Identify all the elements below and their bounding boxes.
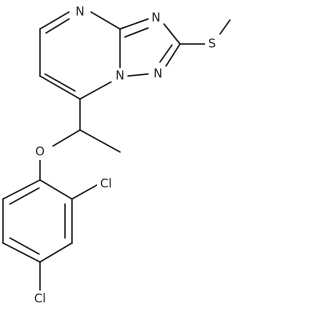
atom-n-triazole-top: N [152,11,161,25]
atom-s-thioether: S [208,37,216,51]
atom-n-triazole-right: N [154,67,163,81]
bond-c2-n1 [165,43,181,67]
bond-c4-c5 [2,242,41,263]
bond-c3a-n3-double [124,27,149,38]
bond-ch-o [52,129,81,147]
bond-c7-c6 [39,75,81,100]
bond-c5-n4 [39,11,70,30]
bond-c2-cl [71,184,98,200]
bond-n1-n8 [127,73,149,77]
bond-lines [2,11,231,291]
atom-n-bridge: N [116,69,125,83]
bond-s-ch3 [219,19,231,35]
atom-labels: N N N N S O Cl Cl [31,4,219,307]
atom-n-pyrimidine: N [76,5,85,19]
bond-c6-c1-double [9,187,40,205]
atom-cl-para: Cl [34,292,46,306]
bond-c4-c5-double [9,237,40,255]
bond-n3-c2 [163,23,181,45]
bond-n8-c7 [79,81,112,100]
bond-c3-c4 [39,242,73,263]
bond-n4-c3a [90,11,121,30]
chemical-structure-diagram: N N N N S O Cl Cl [2,4,231,307]
atom-o-ether: O [35,145,44,159]
bond-c7-c6-double [44,73,76,92]
bond-c2-n1-double [159,44,173,63]
bond-c3a-n3 [119,18,149,30]
bond-c6-c1 [2,179,41,200]
atom-cl-ortho: Cl [100,177,112,191]
bond-ch-ch3 [79,129,121,153]
bond-c5-n4-double [45,18,70,34]
bond-c1-c2 [39,179,73,200]
